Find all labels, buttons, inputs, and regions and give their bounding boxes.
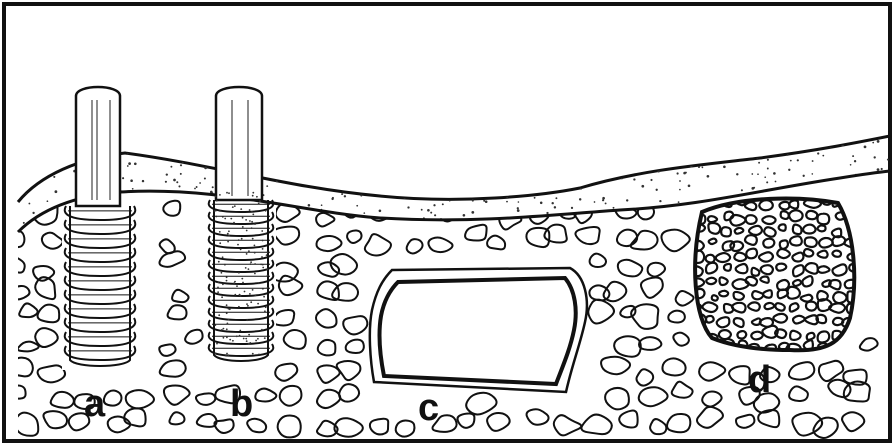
label-a: a <box>84 383 106 425</box>
label-b: b <box>230 383 253 425</box>
implant-a <box>62 87 138 370</box>
graft-region-d <box>688 196 860 355</box>
label-c: c <box>418 387 439 429</box>
defect-cavity-c <box>370 268 587 392</box>
label-d: d <box>748 359 771 401</box>
implant-b <box>206 87 276 365</box>
